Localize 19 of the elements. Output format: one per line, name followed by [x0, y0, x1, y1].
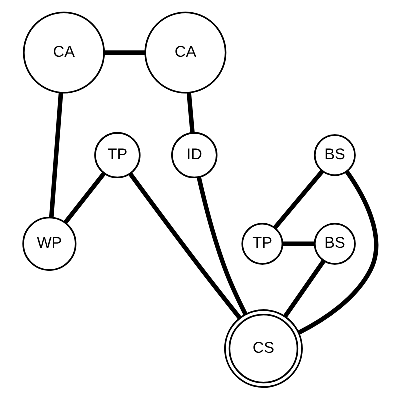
connector: [196, 176, 248, 316]
node-circle: WP: [22, 217, 77, 272]
node-circle: BS: [314, 223, 356, 265]
node-circle: CA: [144, 12, 227, 94]
node-circle: CA: [23, 12, 106, 94]
connector: [273, 170, 324, 230]
connector: [104, 50, 146, 56]
connector: [284, 260, 326, 318]
connector: [282, 242, 315, 246]
node-circle: TP: [242, 223, 284, 265]
node-circle: BS: [314, 134, 356, 176]
connector: [186, 92, 195, 134]
connector: [64, 172, 106, 224]
node-circle: CS: [224, 310, 304, 388]
connector: [128, 172, 242, 320]
connector: [298, 170, 379, 335]
node-circle: ID: [171, 132, 218, 179]
node-circle: TP: [94, 132, 141, 179]
connector: [49, 92, 64, 218]
